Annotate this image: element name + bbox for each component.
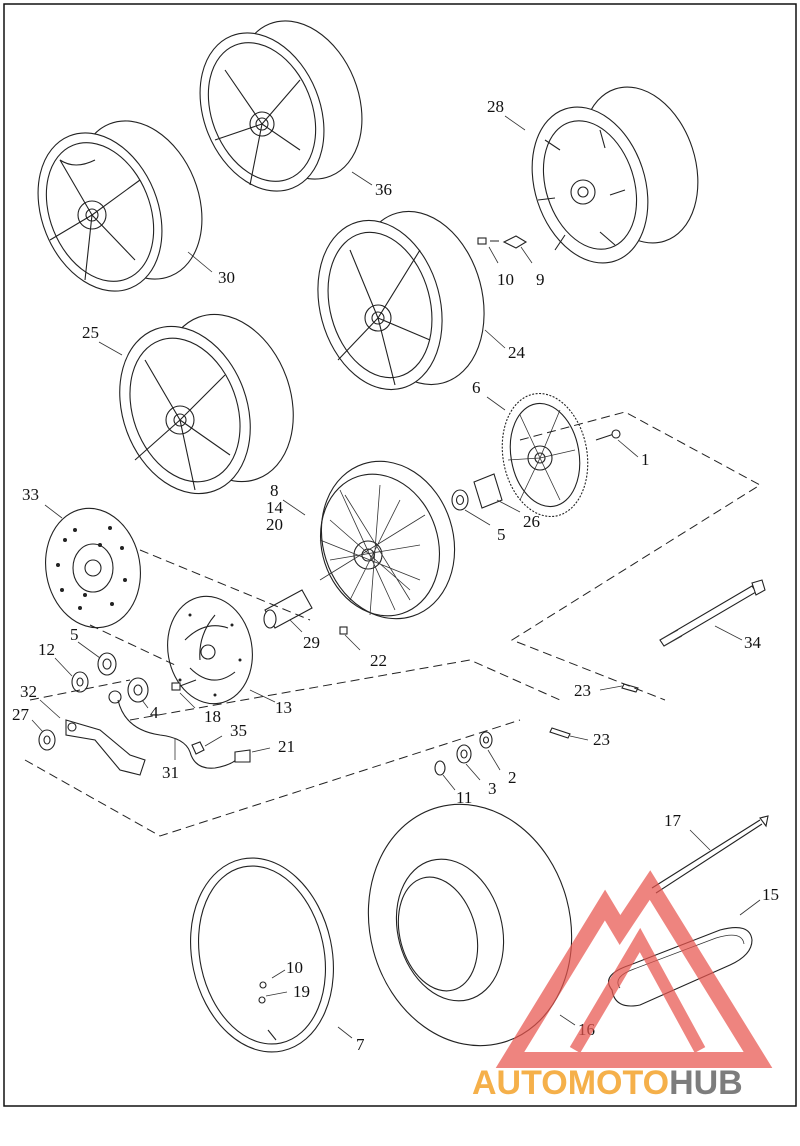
tire-16 <box>367 803 573 1047</box>
callout-20: 20 <box>266 515 283 534</box>
inner-tube-7 <box>190 857 334 1053</box>
callout-35: 35 <box>230 721 247 740</box>
bolt-1 <box>595 429 621 441</box>
pulley-6 <box>501 392 589 518</box>
callout-18: 18 <box>204 707 221 726</box>
callout-9: 9 <box>536 270 545 289</box>
callout-labels: 36 30 28 10 9 24 25 6 1 8 14 20 5 26 33 … <box>12 97 779 1054</box>
callout-36: 36 <box>375 180 392 199</box>
callout-4: 4 <box>150 703 159 722</box>
callout-22: 22 <box>370 651 387 670</box>
callout-24: 24 <box>508 343 526 362</box>
callout-19: 19 <box>293 982 310 1001</box>
callout-31: 31 <box>162 763 179 782</box>
bearing-4 <box>127 677 149 703</box>
watermark-triangle <box>495 870 773 1068</box>
callout-21: 21 <box>278 737 295 756</box>
spacer-27 <box>38 729 56 751</box>
valve-stem <box>477 235 528 249</box>
wheel-36 <box>199 20 363 192</box>
spacer-12 <box>71 671 89 693</box>
wheel-25 <box>119 313 294 495</box>
wheel-30 <box>37 120 203 292</box>
callout-13: 13 <box>275 698 292 717</box>
wheel-speed-sensor-31 <box>117 699 251 769</box>
spacer-26 <box>451 473 503 511</box>
washer-2 <box>479 731 493 749</box>
callout-3: 3 <box>488 779 497 798</box>
nut-11 <box>434 760 446 776</box>
callout-1: 1 <box>641 450 650 469</box>
callout-33: 33 <box>22 485 39 504</box>
callout-15: 15 <box>762 885 779 904</box>
callout-6: 6 <box>472 378 481 397</box>
wheel-24 <box>317 210 485 391</box>
callout-5-left: 5 <box>70 625 79 644</box>
axle-34 <box>659 579 766 647</box>
callout-14: 14 <box>266 498 284 517</box>
set-screw-23-b <box>549 727 571 739</box>
tool-17 <box>651 815 769 894</box>
set-screw-23-a <box>621 683 639 693</box>
watermark-text: AUTOMOTOHUB <box>472 1064 743 1102</box>
wheel-28 <box>531 86 699 264</box>
watermark-auto: AUTOMOTO <box>472 1064 669 1102</box>
callout-7: 7 <box>356 1035 365 1054</box>
watermark-inner-mark <box>569 927 706 1054</box>
item-22 <box>339 626 348 635</box>
callout-11: 11 <box>456 788 472 807</box>
diagram-frame <box>3 3 797 1107</box>
bolt-18 <box>171 679 197 691</box>
callout-2: 2 <box>508 768 517 787</box>
callout-5-right: 5 <box>497 525 506 544</box>
callout-23-lower: 23 <box>593 730 610 749</box>
callout-25: 25 <box>82 323 99 342</box>
brake-disc-33 <box>45 507 141 629</box>
callout-28: 28 <box>487 97 504 116</box>
assembly-line-mid <box>129 659 561 721</box>
callout-8: 8 <box>270 481 279 500</box>
callout-17: 17 <box>664 811 682 830</box>
laced-wheel <box>319 460 456 620</box>
callout-12: 12 <box>38 640 55 659</box>
watermark-hub: HUB <box>669 1064 743 1102</box>
spacer-3 <box>456 744 472 764</box>
callout-26: 26 <box>523 512 540 531</box>
callout-30: 30 <box>218 268 235 287</box>
bracket-32 <box>65 690 146 776</box>
callout-27: 27 <box>12 705 30 724</box>
callout-10-valve-cap: 10 <box>497 270 514 289</box>
brake-disc-13 <box>167 595 253 705</box>
callout-32: 32 <box>20 682 37 701</box>
assembly-line-left <box>29 549 311 701</box>
callout-10-tube: 10 <box>286 958 303 977</box>
callout-29: 29 <box>303 633 320 652</box>
leader-lines <box>31 115 761 1039</box>
assembly-line-bottom <box>24 719 521 837</box>
axle-spacer-29 <box>263 589 313 629</box>
bearing-5-left <box>97 652 117 676</box>
callout-23-upper: 23 <box>574 681 591 700</box>
callout-34: 34 <box>744 633 762 652</box>
automotohub-watermark <box>495 870 773 1068</box>
assembly-line-right <box>510 411 761 701</box>
